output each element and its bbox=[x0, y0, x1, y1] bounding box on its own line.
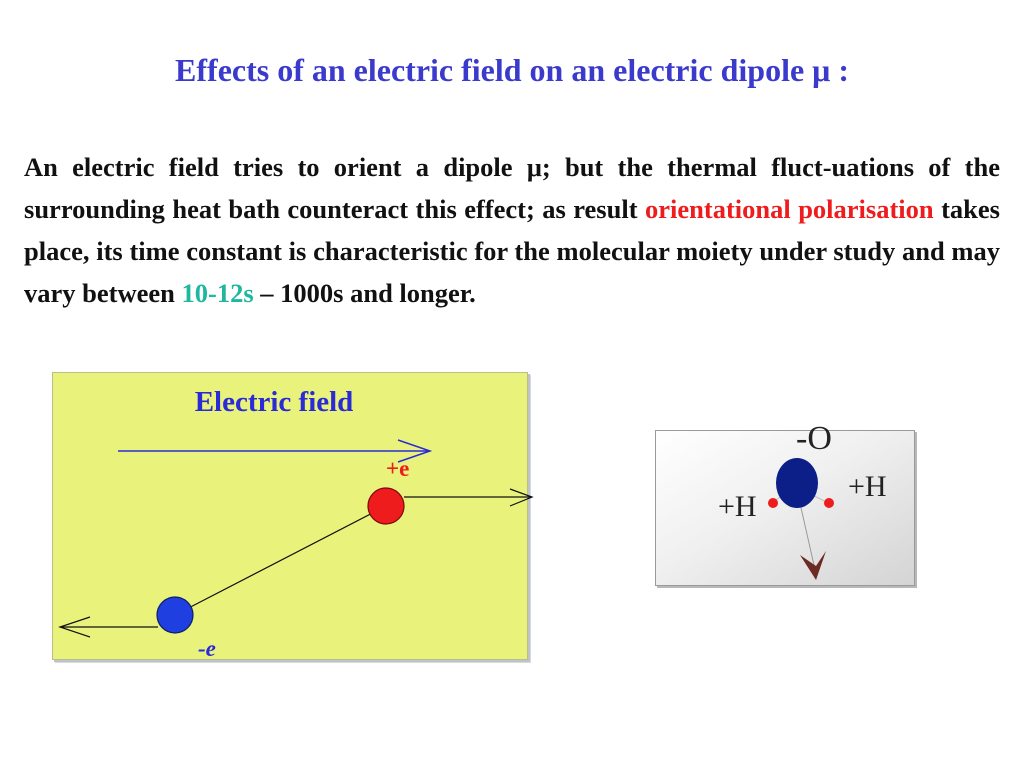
dipole-bond-line bbox=[174, 505, 387, 616]
force-arrow-right bbox=[404, 488, 534, 507]
orientational-polarisation-highlight: orientational polarisation bbox=[645, 194, 934, 224]
positive-charge-label: +e bbox=[386, 456, 410, 481]
force-arrow-left bbox=[58, 616, 158, 638]
hydrogen-atom-left bbox=[768, 498, 778, 508]
negative-charge-label: -e bbox=[198, 636, 216, 661]
water-molecule-panel bbox=[655, 430, 915, 586]
negative-charge-sphere bbox=[156, 596, 194, 634]
paragraph-text-1: An electric field tries to orient a dipo… bbox=[24, 152, 1000, 224]
slide-title: Effects of an electric field on an elect… bbox=[175, 52, 849, 88]
time-constant-highlight: 10-12s bbox=[181, 278, 254, 308]
oxygen-label: -O bbox=[796, 420, 832, 457]
hydrogen-left-label: +H bbox=[718, 490, 757, 523]
field-direction-arrow bbox=[118, 439, 433, 463]
positive-charge-sphere bbox=[367, 487, 405, 525]
paragraph-text-2: takes place, its time constant is charac… bbox=[24, 194, 1000, 308]
oxygen-atom bbox=[776, 458, 818, 508]
electric-field-panel bbox=[52, 372, 528, 660]
paragraph-text-3: – 1000s and longer. bbox=[253, 278, 476, 308]
hydrogen-right-label: +H bbox=[848, 470, 887, 503]
hydrogen-atom-right bbox=[824, 498, 834, 508]
electric-field-label: Electric field bbox=[194, 386, 354, 418]
body-paragraph: An electric field tries to orient a dipo… bbox=[24, 146, 1000, 314]
dipole-moment-arrow-head bbox=[800, 551, 826, 580]
